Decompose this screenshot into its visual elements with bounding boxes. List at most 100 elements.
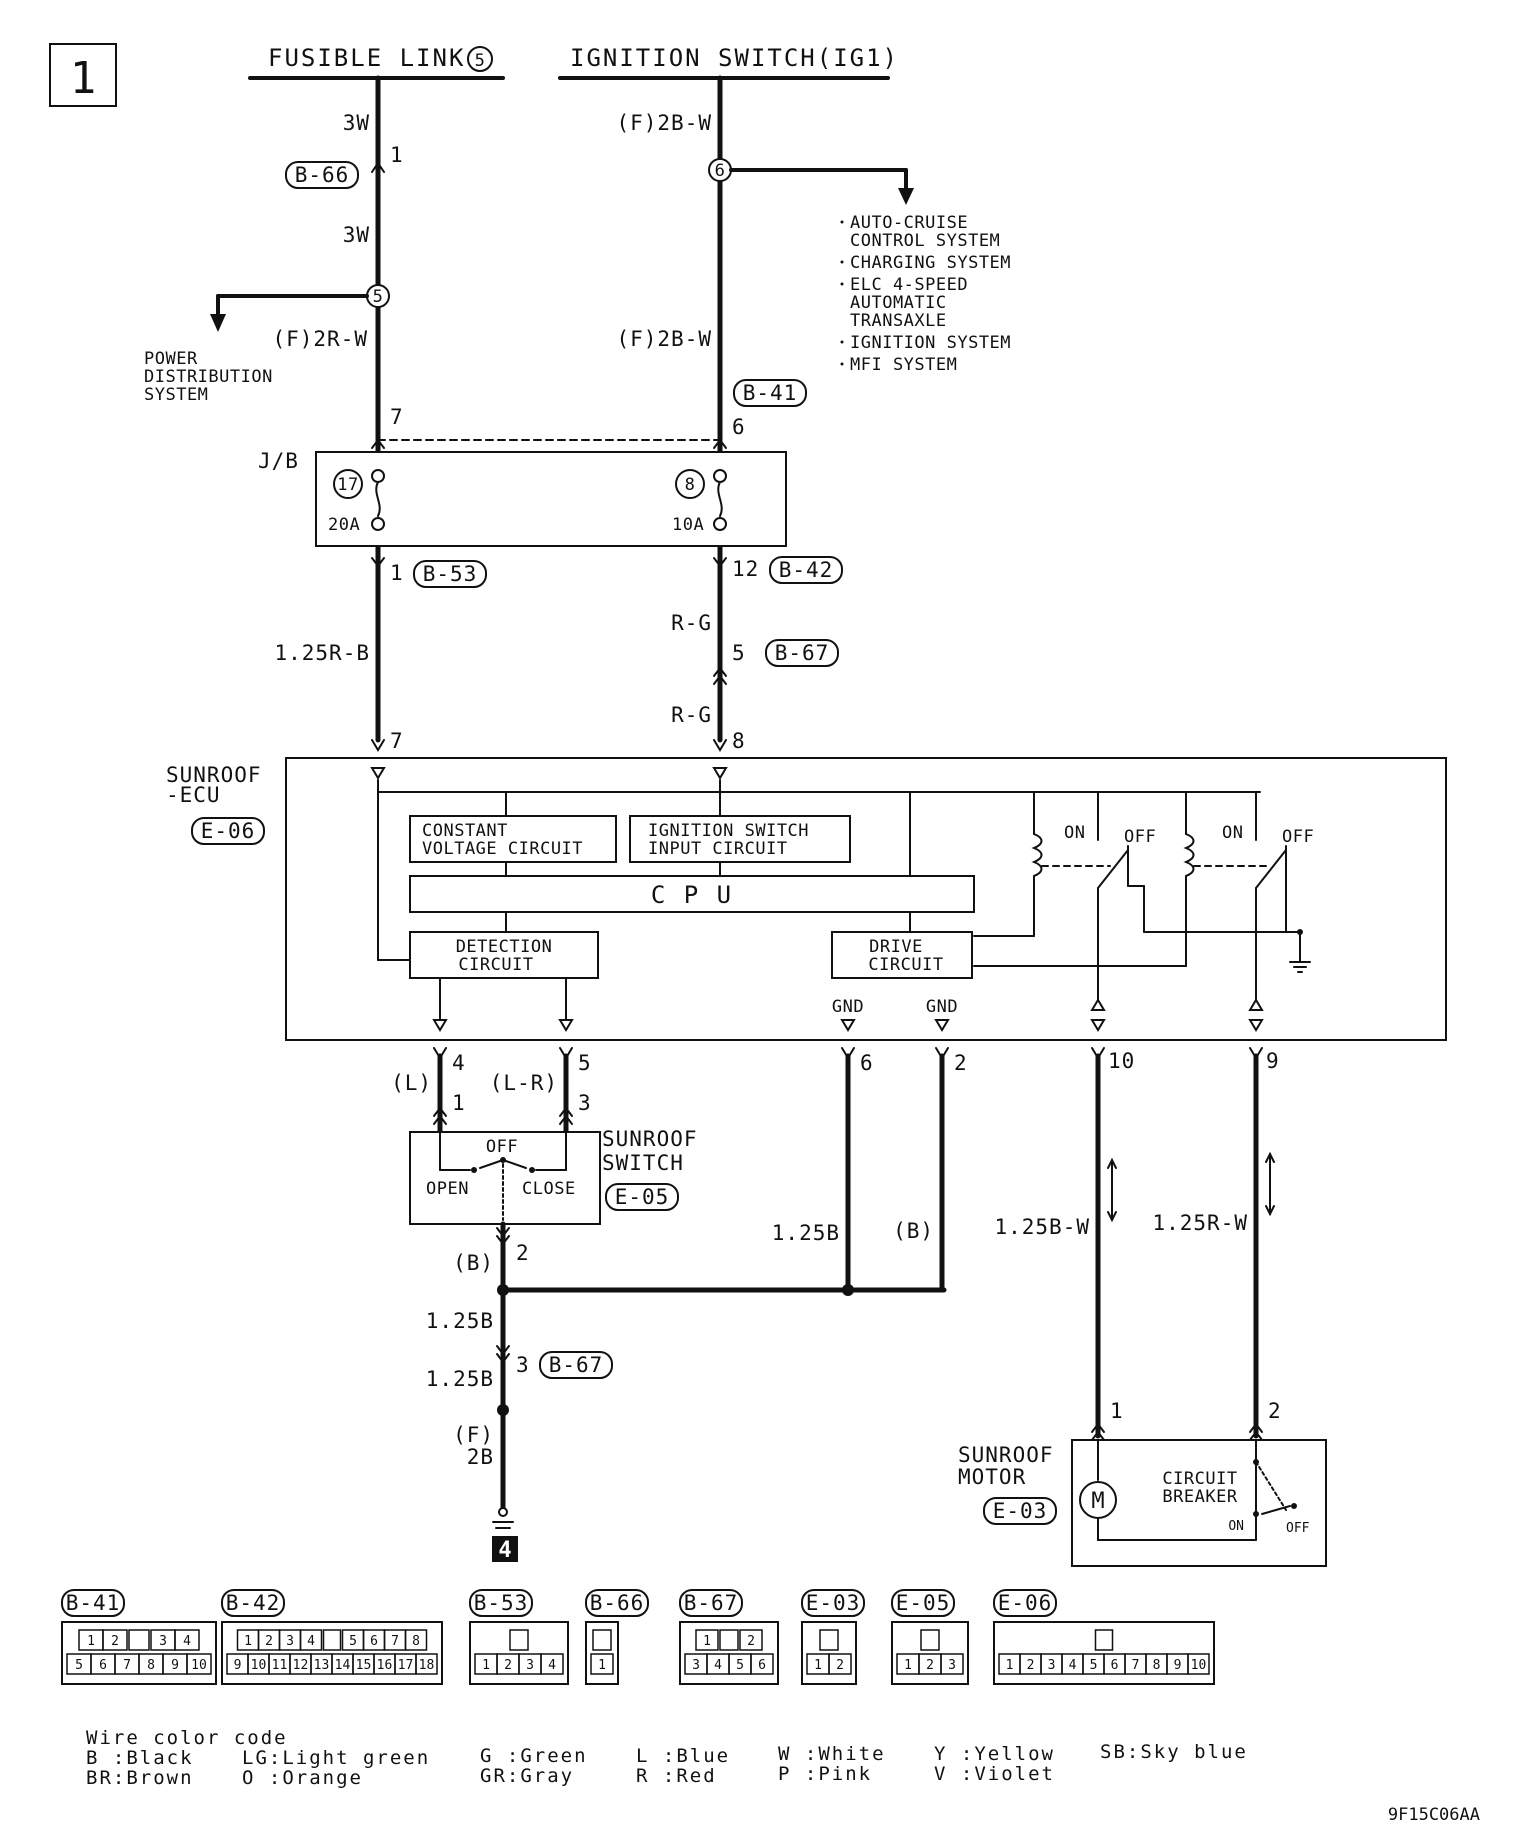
- wire-b-gnd: (B): [893, 1219, 934, 1243]
- cv-text-1: CONSTANT: [422, 821, 508, 841]
- conn-e05: E-05: [615, 1185, 670, 1209]
- connector-view-pin: 1: [904, 1658, 912, 1673]
- connector-view-pin: 12: [293, 1658, 309, 1673]
- cb-text-2: BREAKER: [1162, 1487, 1237, 1507]
- systems-bullet: [840, 362, 844, 366]
- connector-view-pin: 6: [99, 1658, 107, 1673]
- cpu-label: C P U: [651, 881, 733, 909]
- connector-view-pin: 8: [147, 1658, 155, 1673]
- cb-node-bot: [1253, 1511, 1259, 1517]
- systems-item: AUTO-CRUISE: [850, 213, 968, 233]
- power-dist-line2: DISTRIBUTION: [144, 367, 273, 387]
- mark-9: [1249, 1047, 1263, 1060]
- connector-view-name: E-03: [806, 1591, 861, 1615]
- pin-7-jb: 7: [390, 405, 404, 429]
- conn-e03: E-03: [993, 1499, 1048, 1523]
- legend-c1-1: B :Black: [86, 1747, 194, 1769]
- gnd-2: GND: [926, 997, 958, 1017]
- relay2-off: OFF: [1282, 827, 1314, 847]
- wire-125b-gnd: 1.25B: [772, 1221, 840, 1245]
- connector-view-key: [322, 1629, 342, 1651]
- conn-tag-e03: [983, 1497, 1057, 1525]
- switch-title-1: SUNROOF: [602, 1127, 698, 1151]
- ecu-out-4: [432, 1019, 448, 1032]
- wire-3w-top: 3W: [343, 111, 370, 135]
- connector-view-pin: 7: [391, 1634, 399, 1649]
- pin-2: 2: [954, 1051, 968, 1075]
- conn-tag-b53: [413, 560, 487, 588]
- connector-view-pin: 2: [926, 1658, 934, 1673]
- wire-color-legend: Wire color code B :Black BR:Brown LG:Lig…: [86, 1727, 1248, 1789]
- connector-view-pin: 1: [814, 1658, 822, 1673]
- fuse-17-top: [371, 469, 385, 483]
- connector-view-key: [509, 1629, 529, 1651]
- connector-view-pin: 13: [314, 1658, 330, 1673]
- wire-2b: 2B: [467, 1445, 494, 1469]
- wire-3w-mid: 3W: [343, 223, 370, 247]
- connector-view-pin-cell: [1187, 1653, 1210, 1675]
- connector-view-key: [719, 1629, 739, 1651]
- ign-text-1: IGNITION SWITCH: [648, 821, 809, 841]
- connector-view-pin-cell: [404, 1629, 428, 1651]
- legend-c4-1: L :Blue: [636, 1745, 730, 1767]
- systems-arrow: [898, 188, 914, 205]
- fuse-8-amp: 10A: [672, 515, 704, 535]
- relay1-blade: [1097, 849, 1129, 889]
- sw-open-contact: [471, 1167, 477, 1173]
- sunroof-switch-box: [409, 1131, 601, 1225]
- conn-b67-bot: B-67: [549, 1353, 604, 1377]
- pin-8-ecu: 8: [732, 729, 746, 753]
- sw-close-contact: [529, 1167, 535, 1173]
- connector-view-pin-cell: [186, 1653, 212, 1675]
- fusible-link-number: 5: [475, 51, 486, 71]
- legend-title: Wire color code: [86, 1727, 288, 1749]
- connector-view-key: [1094, 1629, 1114, 1651]
- wire-b-sw: (B): [453, 1251, 494, 1275]
- marks-4-5: [433, 1047, 573, 1060]
- connector-view-pin: 3: [692, 1658, 700, 1673]
- legend-c3-1: G :Green: [480, 1745, 588, 1767]
- ground-splice-2: [497, 1404, 509, 1416]
- marks-motor-1: [1091, 1422, 1105, 1441]
- connector-view-pin: 3: [286, 1634, 294, 1649]
- dir-head-9: [1265, 1151, 1275, 1217]
- conn-tag-b66: [285, 161, 359, 189]
- marks-sw-1: [433, 1106, 447, 1125]
- connector-view-pin: 3: [948, 1658, 956, 1673]
- ecu-out-2: [934, 1019, 950, 1032]
- ecu-mark-7: [371, 739, 385, 752]
- marks-sw-3: [559, 1106, 573, 1125]
- pin-10: 10: [1108, 1049, 1135, 1073]
- connector-view-pin: 2: [747, 1634, 755, 1649]
- cb-text-1: CIRCUIT: [1162, 1469, 1237, 1489]
- marks-b67-3: [496, 1345, 510, 1364]
- systems-item: ELC 4-SPEED: [850, 275, 968, 295]
- relay2-on: ON: [1222, 823, 1243, 843]
- detection-circuit: [409, 931, 599, 979]
- connector-view-pin: 6: [758, 1658, 766, 1673]
- systems-item: TRANSAXLE: [850, 311, 947, 331]
- connector-view-pin-cell: [828, 1653, 852, 1675]
- fuse-8-element: [717, 481, 723, 517]
- connector-view-pin: 5: [349, 1634, 357, 1649]
- legend-c4-2: R :Red: [636, 1765, 717, 1787]
- relay2-blade: [1255, 849, 1287, 889]
- connector-view-pin-cell: [415, 1653, 438, 1675]
- conn-tag-b67: [765, 639, 839, 667]
- pin-9: 9: [1266, 1049, 1280, 1073]
- connector-view-pin: 9: [1174, 1658, 1182, 1673]
- ground-terminal: [498, 1507, 508, 1517]
- switch-title-2: SWITCH: [602, 1151, 684, 1175]
- connector-view-pin: 3: [1048, 1658, 1056, 1673]
- systems-bullet: [840, 282, 844, 286]
- wire-f: (F): [453, 1423, 494, 1447]
- jb-top-mark-l: [371, 438, 385, 449]
- connector-view-pin: 7: [123, 1658, 131, 1673]
- connector-view-name: E-06: [998, 1591, 1053, 1615]
- cb-contact: [1291, 1503, 1297, 1509]
- gnd-splice: [842, 1284, 854, 1296]
- ecu-ground-symbol: [1289, 961, 1311, 973]
- legend-c7-1: SB:Sky blue: [1100, 1741, 1248, 1763]
